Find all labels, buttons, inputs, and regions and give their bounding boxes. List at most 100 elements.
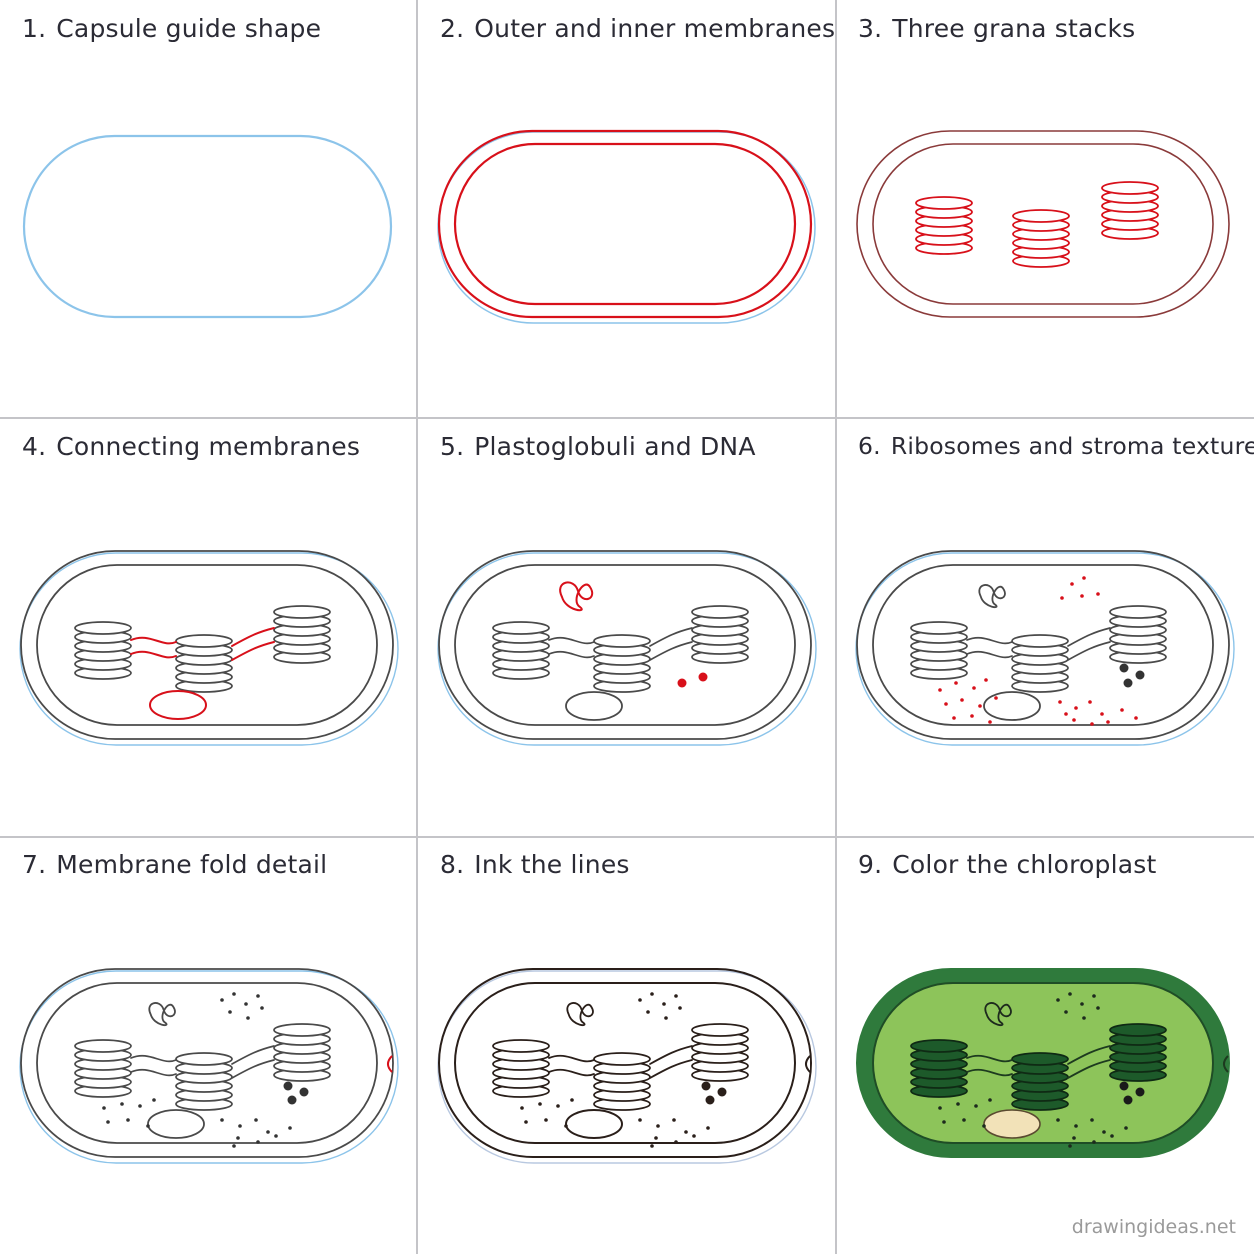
ribosome-dot — [1092, 994, 1096, 998]
step-3-art — [856, 130, 1230, 318]
granum-stack — [910, 1039, 968, 1098]
inner-membrane — [872, 564, 1214, 726]
ribosome-dot — [220, 1118, 224, 1122]
step-5-title: 5.Plastoglobuli and DNA — [440, 432, 756, 461]
ribosome-dot — [638, 998, 642, 1002]
ribosome-dot — [646, 1010, 650, 1014]
dna-loop — [566, 1002, 594, 1027]
outer-membrane — [438, 968, 812, 1158]
ribosome-dot — [152, 1098, 156, 1102]
granum-stack — [593, 634, 651, 693]
ribosome-dot — [236, 1136, 240, 1140]
step-8-number: 8. — [440, 850, 465, 879]
ribosome-dot — [974, 1104, 978, 1108]
step-1-label: Capsule guide shape — [56, 14, 322, 43]
ribosome-dot — [524, 1120, 528, 1124]
nucleoid-outline — [565, 691, 623, 721]
inner-membrane — [872, 143, 1214, 305]
plastoglobule — [1119, 663, 1129, 673]
step-9-art — [856, 968, 1230, 1158]
ribosome-dot — [1110, 1134, 1114, 1138]
dna-loop — [559, 581, 594, 612]
step-panel-1: 1.Capsule guide shape — [0, 0, 418, 418]
guide-capsule — [19, 970, 399, 1164]
outer-membrane — [856, 130, 1230, 318]
granum-stack — [1109, 1023, 1167, 1082]
step-9-label: Color the chloroplast — [892, 850, 1157, 879]
ribosome-dot — [994, 696, 998, 700]
ribosome-dot — [674, 1140, 678, 1144]
step-9-title: 9.Color the chloroplast — [858, 850, 1156, 879]
ribosome-dot — [1070, 582, 1074, 586]
outer-membrane — [20, 550, 394, 740]
stroma-lamella — [548, 1054, 595, 1063]
ribosome-dot — [256, 994, 260, 998]
ribosome-dot — [956, 1102, 960, 1106]
stroma-lamella — [130, 1068, 177, 1077]
granum-stack — [492, 1039, 550, 1098]
ribosome-dot — [664, 1016, 668, 1020]
stroma-lamella — [231, 1059, 275, 1079]
ribosome-dot — [684, 1130, 688, 1134]
ribosome-dot — [988, 1098, 992, 1102]
ribosome-dot — [984, 678, 988, 682]
step-5-art — [437, 550, 817, 746]
plastoglobule — [1135, 670, 1145, 680]
ribosome-dot — [954, 681, 958, 685]
step-panel-9: 9.Color the chloroplast — [836, 836, 1254, 1254]
ribosome-dot — [1102, 1130, 1106, 1134]
ribosome-dot — [952, 716, 956, 720]
stroma-lamella — [966, 1054, 1013, 1063]
ribosome-dot — [654, 1136, 658, 1140]
stroma-lamella — [548, 636, 595, 645]
ribosome-dot — [1072, 1136, 1076, 1140]
ribosome-dot — [706, 1126, 710, 1130]
outer-membrane — [438, 550, 812, 740]
ribosome-dot — [982, 1124, 986, 1128]
nucleoid-outline — [147, 1109, 205, 1139]
step-3-label: Three grana stacks — [892, 14, 1136, 43]
granum-stack — [1012, 209, 1070, 268]
thylakoid-disc — [175, 634, 233, 648]
plastoglobule — [299, 1087, 309, 1097]
stroma-lamella — [548, 1068, 595, 1077]
ribosome-dot — [942, 1120, 946, 1124]
thylakoid-disc — [910, 1039, 968, 1053]
thylakoid-disc — [910, 621, 968, 635]
ribosome-dot — [228, 1010, 232, 1014]
step-4-label: Connecting membranes — [56, 432, 361, 461]
step-4-number: 4. — [22, 432, 47, 461]
grid-divider — [0, 836, 1254, 838]
ribosome-dot — [692, 1134, 696, 1138]
granum-stack — [910, 621, 968, 680]
step-5-label: Plastoglobuli and DNA — [474, 432, 756, 461]
thylakoid-disc — [691, 605, 749, 619]
ribosome-dot — [678, 1006, 682, 1010]
inner-membrane — [36, 564, 378, 726]
ribosome-dot — [274, 1134, 278, 1138]
plastoglobule — [717, 1087, 727, 1097]
watermark: drawingideas.net — [1071, 1216, 1236, 1238]
stroma-lamella — [130, 636, 177, 645]
thylakoid-disc — [492, 1039, 550, 1053]
ribosome-dot — [1074, 706, 1078, 710]
ribosome-dot — [1056, 998, 1060, 1002]
membrane-fold — [1223, 1055, 1229, 1073]
ribosome-dot — [1120, 708, 1124, 712]
plastoglobule — [705, 1095, 715, 1105]
ribosome-dot — [220, 998, 224, 1002]
nucleoid — [983, 1109, 1041, 1139]
ribosome-dot — [1088, 700, 1092, 704]
dna-loop — [148, 1002, 176, 1027]
ribosome-dot — [1056, 1118, 1060, 1122]
step-panel-4: 4. Connecting membranes — [0, 418, 418, 836]
ribosome-dot — [238, 1124, 242, 1128]
guide-capsule — [22, 134, 393, 319]
plastoglobule — [283, 1081, 293, 1091]
plastoglobule — [698, 672, 708, 682]
ribosome-dot — [988, 720, 992, 724]
thylakoid-disc — [593, 634, 651, 648]
thylakoid-disc — [1012, 209, 1070, 223]
ribosome-dot — [674, 994, 678, 998]
step-6-label: Ribosomes and stroma texture — [890, 432, 1254, 460]
